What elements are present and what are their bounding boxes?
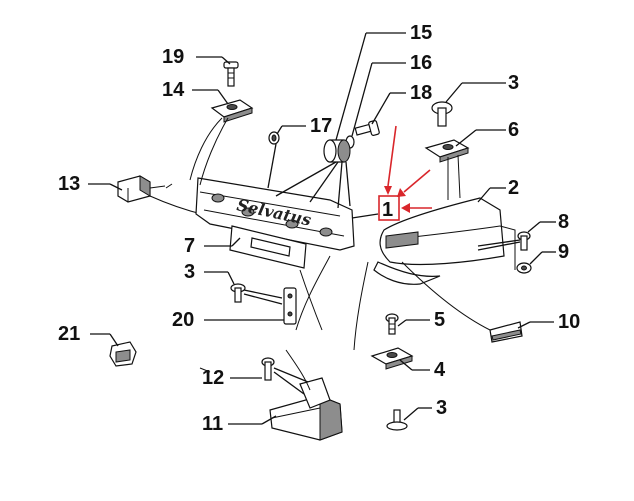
callout-3-bottom: 3 bbox=[436, 397, 447, 419]
part-20-bracket bbox=[283, 287, 297, 325]
part-19-bolt bbox=[223, 61, 239, 87]
callout-4: 4 bbox=[434, 359, 446, 381]
highlight-part-1 bbox=[378, 125, 432, 221]
part-12-bolt bbox=[261, 357, 275, 381]
callout-7: 7 bbox=[184, 235, 195, 257]
callouts: 1 2 3 3 3 4 5 6 7 8 9 10 11 12 13 14 15 … bbox=[58, 22, 580, 435]
callout-11: 11 bbox=[202, 413, 223, 435]
part-3-bolt-top bbox=[431, 101, 453, 127]
part-11-bracket-assembly bbox=[269, 377, 343, 441]
part-10-reflector bbox=[489, 321, 523, 343]
callout-3-top: 3 bbox=[508, 72, 519, 94]
part-5-bolt bbox=[385, 313, 399, 335]
callout-19: 19 bbox=[162, 46, 184, 68]
part-17-ring bbox=[268, 131, 280, 145]
part-6-clip-nut bbox=[424, 139, 470, 163]
part-14-clip-nut bbox=[210, 99, 254, 123]
callout-17: 17 bbox=[310, 115, 332, 137]
part-2-bumper-end bbox=[373, 197, 505, 285]
part-3-bolt-left bbox=[230, 283, 246, 303]
callout-21: 21 bbox=[58, 323, 80, 345]
callout-10: 10 bbox=[558, 311, 580, 333]
callout-6: 6 bbox=[508, 119, 519, 141]
part-15-16-spacer bbox=[323, 135, 355, 163]
part-3-bolt-bottom bbox=[386, 409, 408, 431]
callout-20: 20 bbox=[172, 309, 194, 331]
callout-2: 2 bbox=[508, 177, 519, 199]
leader-lines bbox=[88, 32, 556, 425]
part-21-socket bbox=[109, 341, 137, 367]
part-7-plate bbox=[229, 225, 307, 269]
part-9-nut bbox=[516, 262, 532, 274]
part-18-bolt bbox=[354, 120, 380, 136]
callout-13: 13 bbox=[58, 173, 80, 195]
callout-15: 15 bbox=[410, 22, 432, 44]
callout-9: 9 bbox=[558, 241, 569, 263]
callout-14: 14 bbox=[162, 79, 185, 101]
callout-12: 12 bbox=[202, 367, 224, 389]
part-4-clip-nut bbox=[370, 347, 414, 370]
callout-3-left: 3 bbox=[184, 261, 195, 283]
callout-8: 8 bbox=[558, 211, 569, 233]
part-bumper-bar: Selvatus bbox=[195, 177, 355, 251]
part-13-bracket bbox=[117, 175, 151, 203]
callout-16: 16 bbox=[410, 52, 432, 74]
callout-5: 5 bbox=[434, 309, 445, 331]
part-8-bolt bbox=[517, 231, 531, 251]
callout-18: 18 bbox=[410, 82, 432, 104]
callout-1: 1 bbox=[382, 199, 393, 221]
